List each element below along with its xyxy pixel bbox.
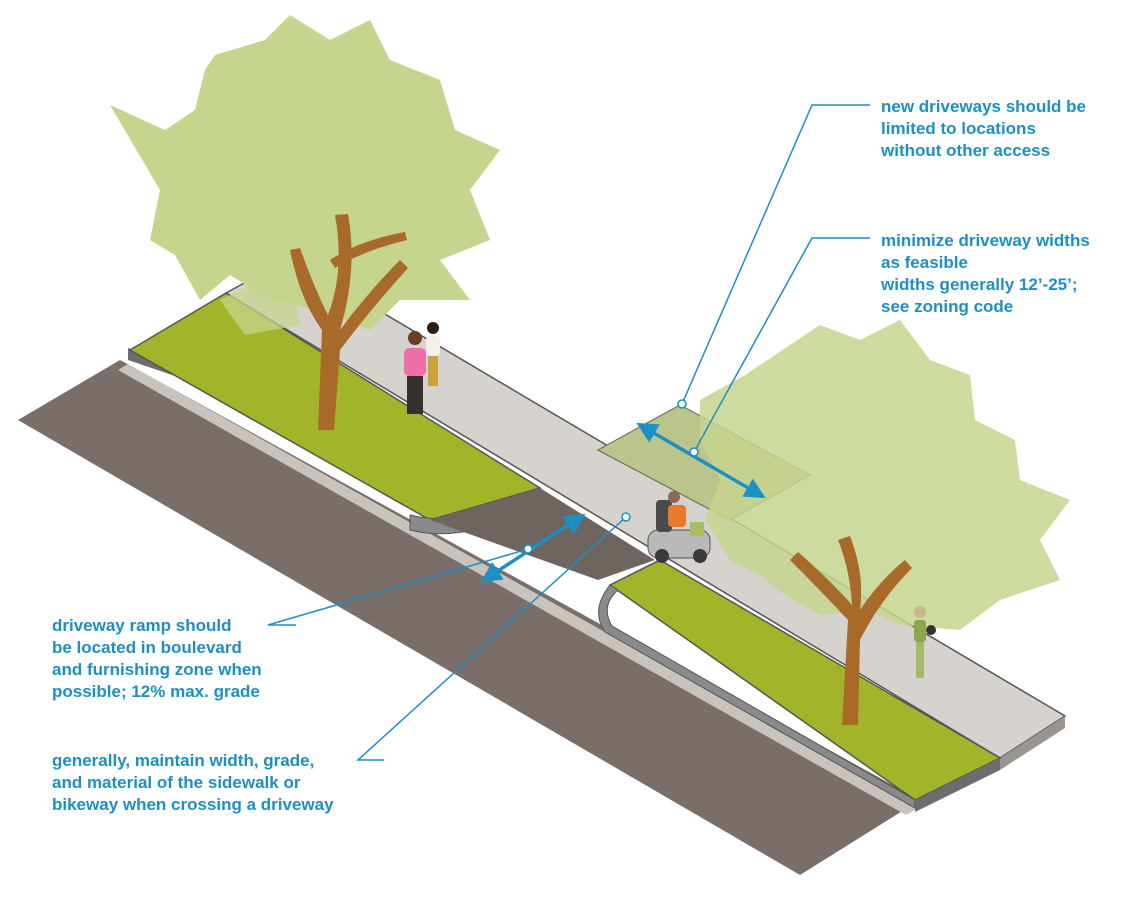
leader-line-maintain [356, 516, 627, 761]
callout-line: possible; 12% max. grade [52, 682, 260, 701]
callout-line: see zoning code [881, 297, 1014, 316]
leader-line-minimize-width [693, 237, 870, 453]
roadway [18, 360, 920, 875]
callout-line: minimize driveway widths [881, 231, 1090, 250]
callout-line: driveway ramp should [52, 616, 232, 635]
leader-line-new-driveways [681, 104, 870, 405]
leader-point [621, 512, 631, 522]
leader-line-ramp [267, 548, 529, 626]
callout-line: as feasible [881, 253, 968, 272]
pedestrian-icon [404, 331, 426, 414]
callout-line: and furnishing zone when [52, 660, 262, 679]
dimension-arrow-icon [636, 422, 766, 499]
leader-point [523, 544, 533, 554]
dimension-arrow-icon [480, 513, 586, 583]
callout-ramp-location: driveway ramp should be located in boule… [52, 615, 262, 703]
tree-icon [110, 15, 500, 430]
pedestrian-icon [426, 322, 440, 386]
callout-line: widths generally 12’-25’; [881, 275, 1078, 294]
callout-line: be located in boulevard [52, 638, 242, 657]
callout-line: and material of the sidewalk or [52, 773, 301, 792]
right-boulevard [598, 559, 1002, 812]
callout-line: new driveways should be [881, 97, 1087, 116]
callout-maintain-sidewalk: generally, maintain width, grade, and ma… [52, 750, 334, 816]
callout-new-driveways: new driveways should be limited to locat… [881, 96, 1086, 162]
leader-point [677, 399, 687, 409]
callout-line: limited to locations [881, 119, 1036, 138]
leader-point [689, 447, 699, 457]
pedestrian-icon [914, 606, 936, 678]
callout-line: without other access [881, 141, 1051, 160]
road-edge-stripe [118, 364, 918, 815]
callout-line: generally, maintain width, grade, [52, 751, 315, 770]
callout-line: bikeway when crossing a driveway [52, 795, 334, 814]
callout-minimize-width: minimize driveway widths as feasible wid… [881, 230, 1090, 318]
tree-icon [700, 320, 1070, 725]
sidewalk-edge [1000, 716, 1065, 770]
